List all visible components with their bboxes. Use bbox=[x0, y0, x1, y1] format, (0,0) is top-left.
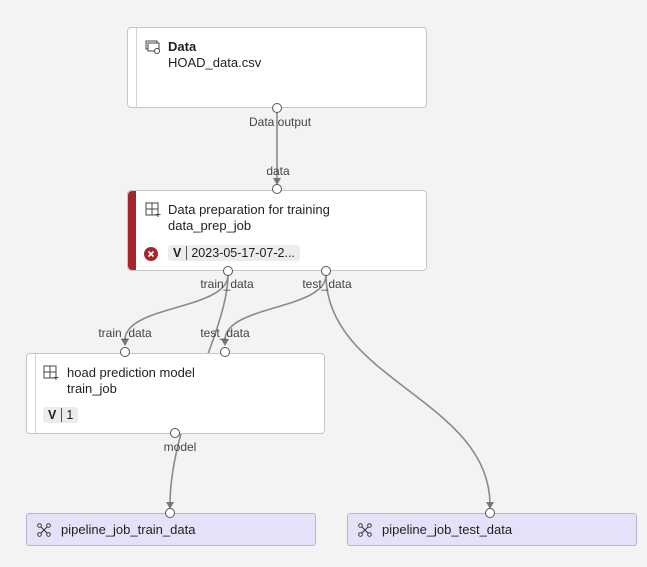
node-title: hoad prediction model bbox=[67, 365, 195, 380]
data-output-label: Data output bbox=[248, 115, 312, 129]
dataset-icon bbox=[145, 40, 160, 54]
data-output-port[interactable] bbox=[272, 103, 282, 113]
edge-test-data-to-model bbox=[224, 274, 327, 341]
output-label: pipeline_job_train_data bbox=[61, 522, 196, 537]
version-label: V bbox=[173, 246, 188, 260]
prep-node[interactable]: Data preparation for training data_prep_… bbox=[127, 190, 427, 271]
prep-input-label: data bbox=[266, 164, 290, 178]
output-node-test-data[interactable]: pipeline_job_test_data bbox=[347, 513, 637, 546]
prep-input-port[interactable] bbox=[272, 184, 282, 194]
train-model-port[interactable] bbox=[170, 428, 180, 438]
output-node-train-data[interactable]: pipeline_job_train_data bbox=[26, 513, 316, 546]
node-subtitle: train_job bbox=[67, 381, 117, 396]
train-input-train-label: train_data bbox=[98, 326, 152, 340]
component-icon bbox=[145, 202, 161, 217]
node-stripe bbox=[27, 354, 36, 433]
pipeline-output-icon bbox=[358, 522, 372, 537]
output-test-port[interactable] bbox=[485, 508, 495, 518]
node-subtitle: data_prep_job bbox=[168, 218, 252, 233]
node-stripe bbox=[128, 28, 137, 107]
data-node[interactable]: Data HOAD_data.csv bbox=[127, 27, 427, 108]
prep-test-data-label: test_data bbox=[302, 277, 352, 291]
prep-test-data-port[interactable] bbox=[321, 266, 331, 276]
train-model-label: model bbox=[163, 440, 197, 454]
output-train-port[interactable] bbox=[165, 508, 175, 518]
edge-train-data-to-model bbox=[124, 274, 229, 341]
error-icon bbox=[144, 247, 158, 261]
prep-train-data-label: train_data bbox=[200, 277, 254, 291]
node-title: Data bbox=[168, 39, 197, 54]
prep-train-data-port[interactable] bbox=[223, 266, 233, 276]
node-title: Data preparation for training bbox=[168, 202, 330, 217]
status-stripe bbox=[128, 191, 136, 270]
edge-test-data-to-output bbox=[325, 274, 491, 506]
node-subtitle: HOAD_data.csv bbox=[168, 55, 262, 70]
train-input-test-port[interactable] bbox=[220, 347, 230, 357]
train-input-train-port[interactable] bbox=[120, 347, 130, 357]
version-value: 1 bbox=[66, 408, 74, 422]
output-label: pipeline_job_test_data bbox=[382, 522, 513, 537]
version-label: V bbox=[48, 408, 63, 422]
train-input-test-label: test_data bbox=[200, 326, 250, 340]
version-value: 2023-05-17-07-2... bbox=[191, 246, 295, 260]
pipeline-output-icon bbox=[37, 522, 51, 537]
component-icon bbox=[43, 365, 59, 380]
